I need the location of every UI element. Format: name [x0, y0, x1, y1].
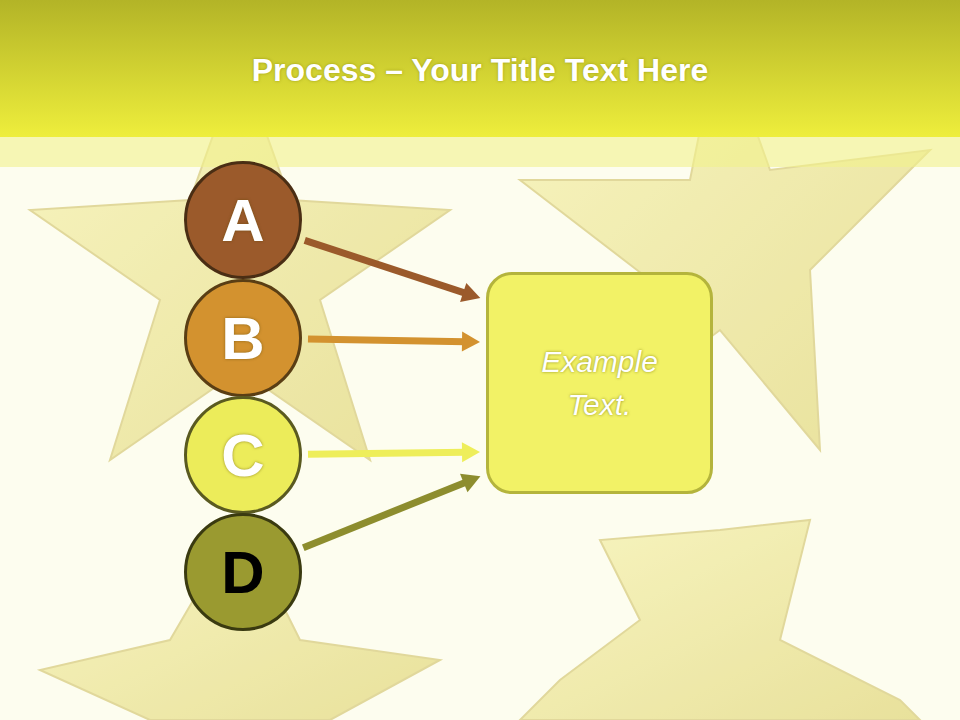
example-text: Example Text.: [517, 340, 682, 427]
step-letter: B: [221, 304, 264, 373]
arrow-head: [462, 332, 480, 352]
arrow-connector: [308, 442, 480, 462]
step-circle: D: [184, 513, 302, 631]
arrow-line: [308, 339, 466, 342]
step-circle: A: [184, 161, 302, 279]
step-letter: D: [221, 538, 264, 607]
step-letter: C: [221, 421, 264, 490]
result-box: Example Text.: [486, 272, 713, 494]
arrow-connector: [308, 332, 480, 352]
arrow-connector: [305, 240, 481, 302]
step-circle: B: [184, 279, 302, 397]
arrow-line: [308, 452, 466, 454]
step-letter: A: [221, 186, 264, 255]
arrow-line: [303, 482, 467, 548]
arrow-head: [462, 442, 480, 462]
arrow-connector: [303, 474, 480, 548]
arrow-head: [460, 283, 480, 302]
step-circle: C: [184, 396, 302, 514]
arrow-line: [305, 240, 467, 293]
slide-title: Process – Your Title Text Here: [0, 52, 960, 89]
arrow-head: [460, 474, 480, 493]
